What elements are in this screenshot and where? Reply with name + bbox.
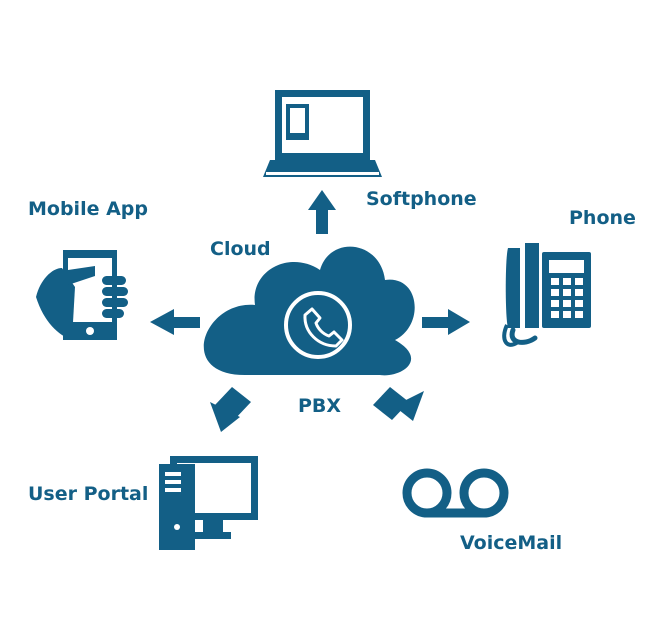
arrow-left <box>150 309 200 335</box>
cloud-phone-icon <box>203 246 415 376</box>
arrow-down-left <box>210 387 251 432</box>
arrow-up <box>308 190 336 234</box>
desk-phone-icon <box>502 243 591 347</box>
phone-handset-icon <box>303 307 344 348</box>
label-phone: Phone <box>569 207 636 229</box>
label-pbx: PBX <box>298 395 342 417</box>
arrow-right <box>422 309 470 335</box>
voicemail-icon <box>402 468 509 518</box>
arrow-down-right <box>373 387 424 421</box>
desktop-computer-icon <box>159 456 258 550</box>
label-cloud: Cloud <box>210 238 271 260</box>
label-mobile-app: Mobile App <box>28 198 148 220</box>
label-voicemail: VoiceMail <box>460 532 563 554</box>
hand-smartphone-icon <box>36 250 128 340</box>
laptop-icon <box>263 90 382 177</box>
label-softphone: Softphone <box>366 188 477 210</box>
label-user-portal: User Portal <box>28 483 149 505</box>
